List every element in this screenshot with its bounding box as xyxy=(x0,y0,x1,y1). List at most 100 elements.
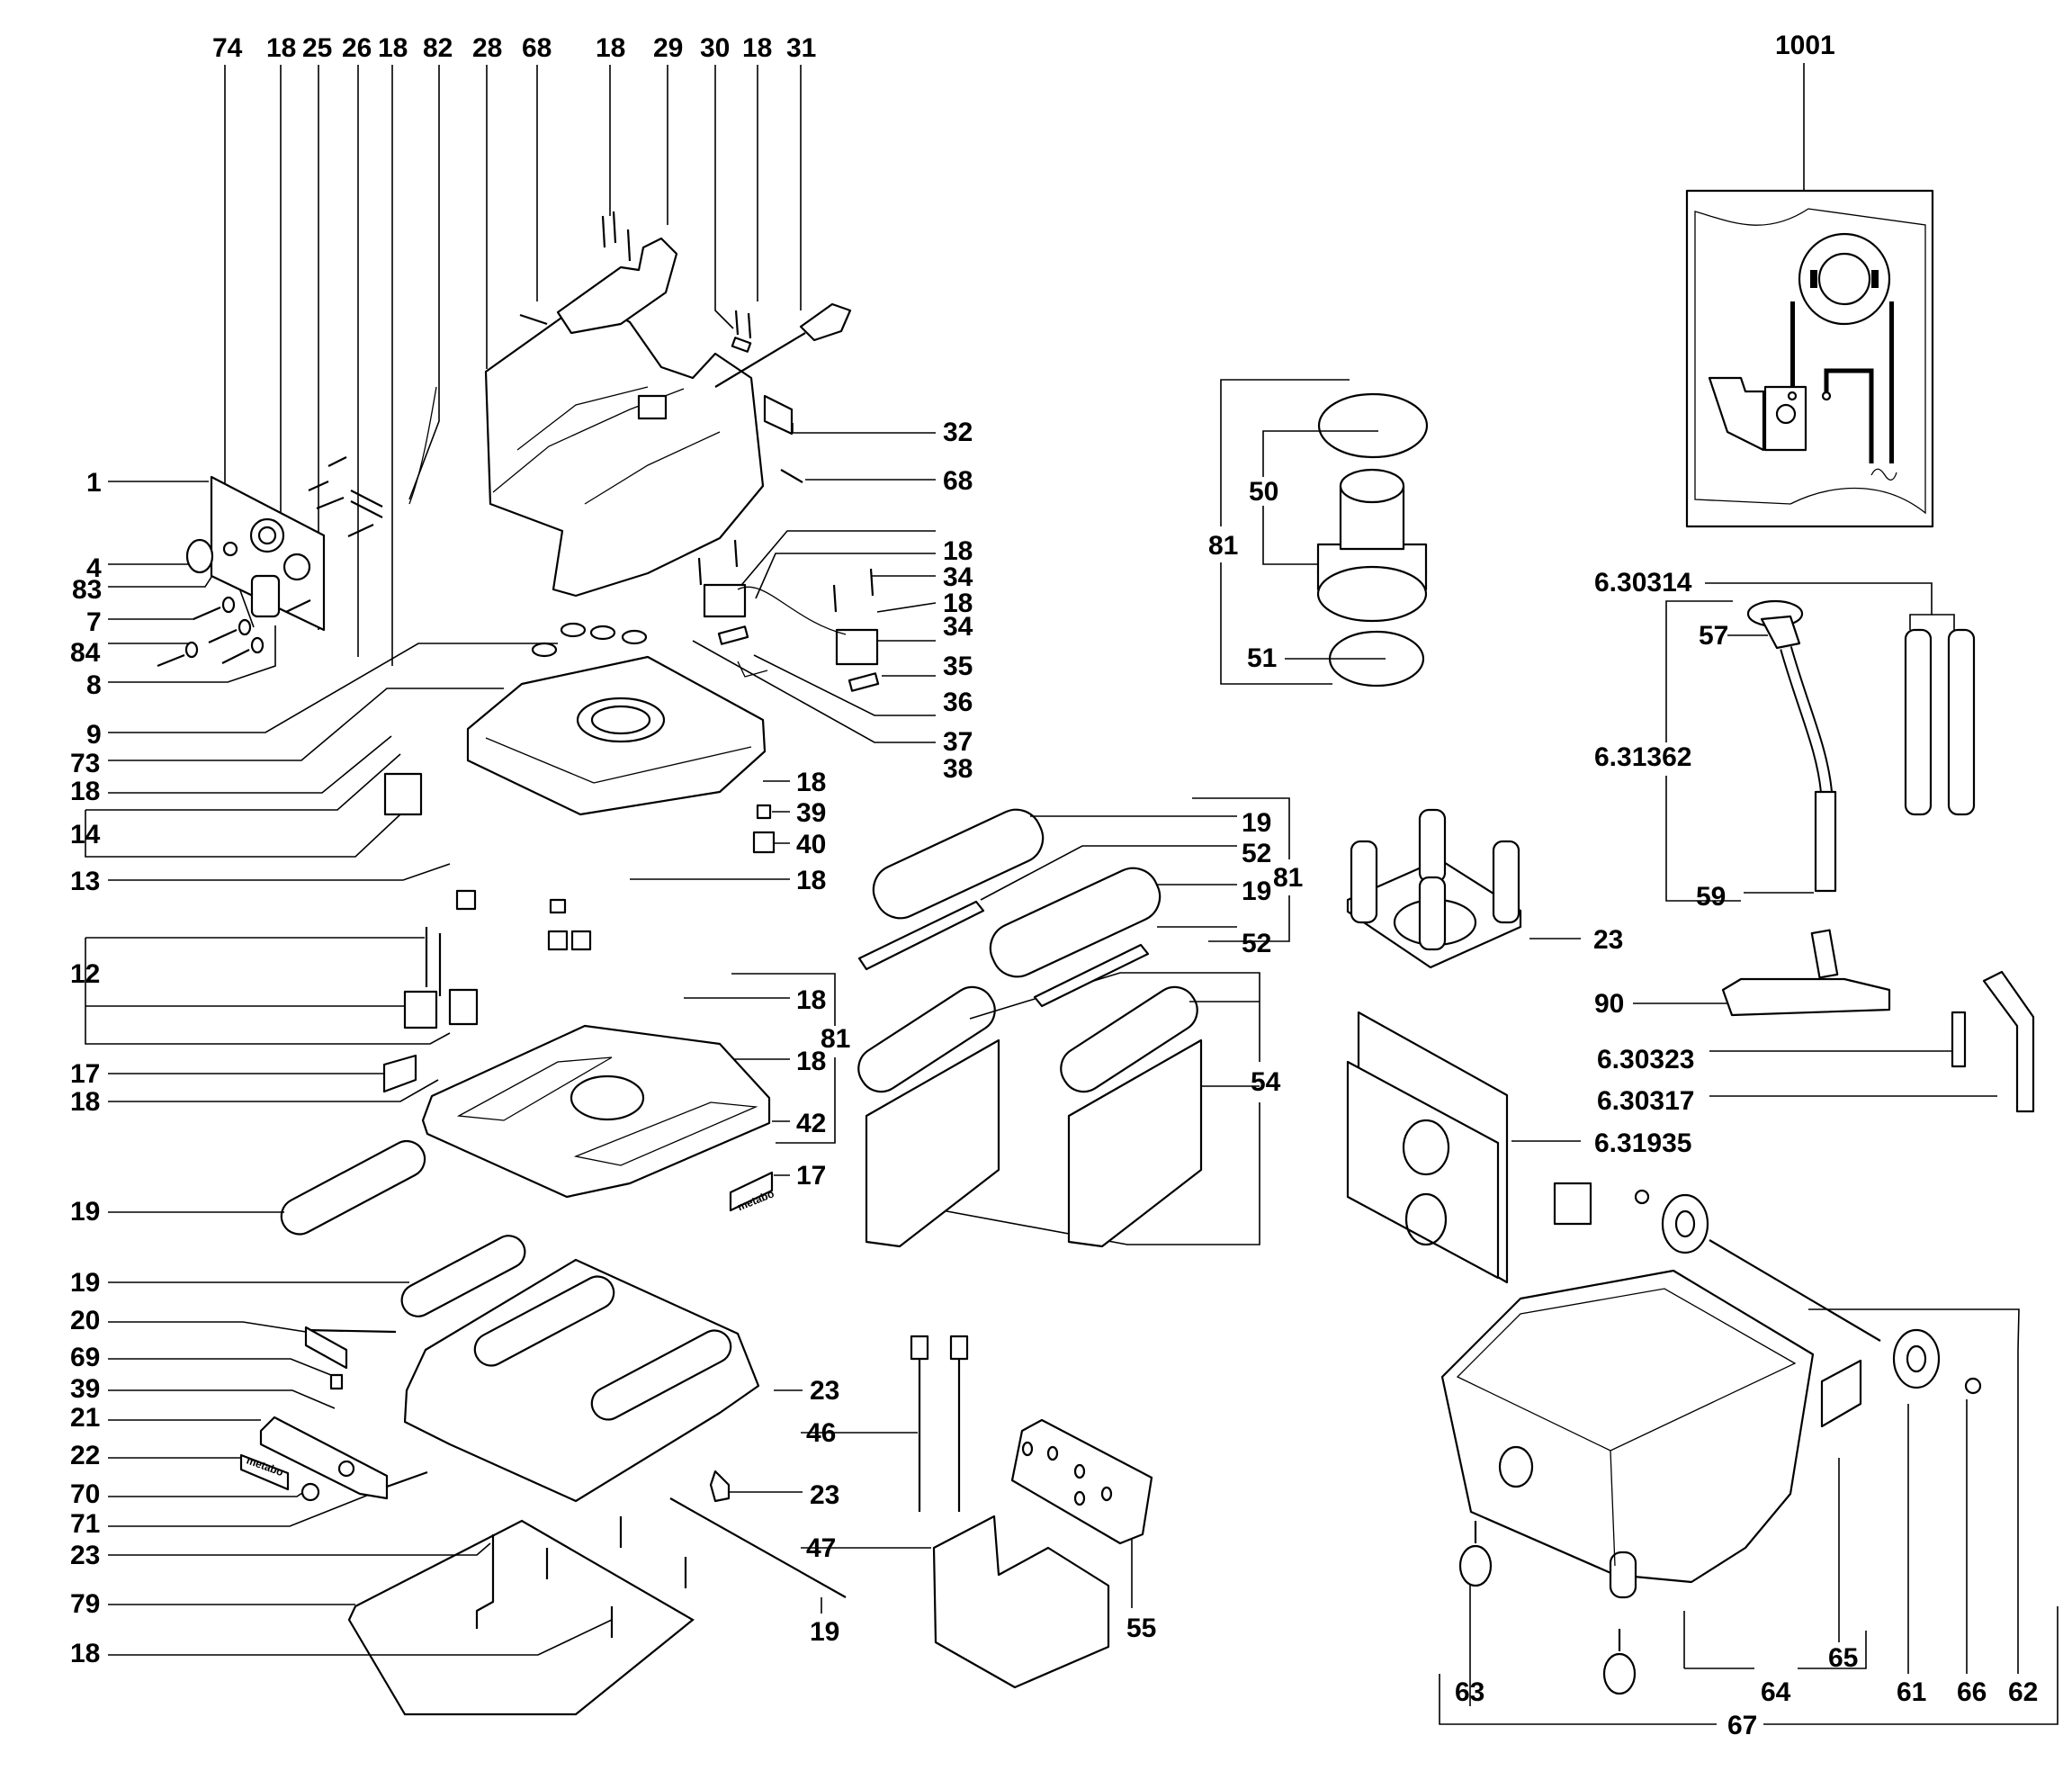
label-6-30317: 6.30317 xyxy=(1597,1086,1694,1116)
foam-block-part xyxy=(1010,1418,1153,1545)
spring-feet-part xyxy=(455,804,776,951)
label-1001: 1001 xyxy=(1775,31,1835,60)
label-42: 42 xyxy=(796,1109,826,1138)
floor-nozzle-part xyxy=(1721,929,1891,1017)
side-handle-part: metabo xyxy=(239,1326,428,1502)
label-18: 18 xyxy=(70,1087,100,1117)
bottom-right-leader-lines xyxy=(1439,1308,2059,1725)
right-callouts: 1001 6.30314 57 6.31362 59 23 90 6.30323… xyxy=(1593,31,1835,1158)
label-37: 37 xyxy=(943,727,973,757)
screws-top-left xyxy=(285,456,383,613)
label-62: 62 xyxy=(2008,1677,2038,1707)
left-leader-lines xyxy=(85,481,613,1656)
label-18: 18 xyxy=(266,33,296,63)
filter-seals-part xyxy=(857,808,1162,1008)
label-36: 36 xyxy=(943,688,973,717)
label-61: 61 xyxy=(1897,1677,1926,1707)
label-66: 66 xyxy=(1957,1677,1987,1707)
label-23: 23 xyxy=(810,1480,839,1510)
switch-plate-part xyxy=(210,475,326,632)
label-18: 18 xyxy=(742,33,772,63)
label-54: 54 xyxy=(1251,1067,1281,1097)
washers-part xyxy=(531,622,648,658)
label-18: 18 xyxy=(378,33,408,63)
label-17: 17 xyxy=(796,1161,826,1191)
screws-7-84 xyxy=(157,596,265,668)
label-81: 81 xyxy=(1273,863,1303,893)
label-19: 19 xyxy=(70,1197,100,1227)
top-leader-lines xyxy=(224,65,802,666)
label-34: 34 xyxy=(943,562,973,592)
label-38: 38 xyxy=(943,754,973,784)
label-35: 35 xyxy=(943,652,973,681)
label-18: 18 xyxy=(796,985,826,1015)
label-68: 68 xyxy=(522,33,552,63)
label-79: 79 xyxy=(70,1589,100,1619)
cartridge-filters-part xyxy=(857,985,1203,1248)
label-70: 70 xyxy=(70,1479,100,1509)
bag-clip-part xyxy=(1553,1182,1592,1226)
label-74: 74 xyxy=(212,33,243,63)
clip-65-part xyxy=(1820,1359,1862,1428)
label-18: 18 xyxy=(796,768,826,797)
label-57: 57 xyxy=(1699,621,1728,651)
rod-19-part xyxy=(669,1497,847,1598)
label-23: 23 xyxy=(810,1376,839,1406)
label-55: 55 xyxy=(1126,1614,1156,1643)
label-18: 18 xyxy=(943,589,973,618)
label-22: 22 xyxy=(70,1441,100,1470)
wire-part xyxy=(408,386,437,505)
label-71: 71 xyxy=(70,1509,100,1539)
extension-tubes-part xyxy=(1904,628,1976,816)
label-28: 28 xyxy=(472,33,502,63)
bracket-part xyxy=(383,772,423,816)
label-29: 29 xyxy=(653,33,683,63)
label-59: 59 xyxy=(1696,882,1726,912)
label-19: 19 xyxy=(70,1268,100,1298)
electronics-part xyxy=(697,539,880,692)
label-67: 67 xyxy=(1727,1711,1757,1740)
label-81: 81 xyxy=(821,1024,850,1054)
label-52: 52 xyxy=(1242,839,1271,868)
label-32: 32 xyxy=(943,418,973,447)
wiring-schematic-1001 xyxy=(1685,189,1934,528)
pin-68-part xyxy=(780,469,803,483)
label-sticker-part xyxy=(382,1054,417,1093)
label-69: 69 xyxy=(70,1343,100,1372)
label-31: 31 xyxy=(786,33,816,63)
suction-hose-part xyxy=(1746,599,1837,893)
label-6-30323: 6.30323 xyxy=(1597,1045,1694,1074)
electrodes-part xyxy=(910,1335,969,1512)
label-83: 83 xyxy=(72,575,102,605)
tank-part xyxy=(1440,1269,1815,1599)
base-seal-part xyxy=(347,1519,695,1716)
label-9: 9 xyxy=(86,720,102,750)
label-18: 18 xyxy=(943,536,973,566)
right-leader-lines xyxy=(1511,63,1997,1142)
contact-caps-part xyxy=(403,927,479,1029)
label-18: 18 xyxy=(70,1639,100,1668)
label-13: 13 xyxy=(70,867,100,896)
label-18: 18 xyxy=(796,1047,826,1076)
label-51: 51 xyxy=(1247,643,1277,673)
label-39: 39 xyxy=(70,1374,100,1404)
power-cord-part xyxy=(714,302,852,388)
seal-19-part xyxy=(280,1139,426,1236)
rating-plate-part xyxy=(763,394,794,436)
filter-housing-part xyxy=(421,1024,771,1199)
label-21: 21 xyxy=(70,1403,100,1433)
float-box-part xyxy=(932,1515,1110,1689)
left-callouts: 1 4 83 7 84 8 9 73 18 14 13 12 17 18 19 … xyxy=(70,468,102,1668)
label-4: 4 xyxy=(86,553,102,583)
label-39: 39 xyxy=(796,798,826,828)
label-50: 50 xyxy=(1249,477,1278,507)
label-23: 23 xyxy=(70,1541,100,1570)
motor-part xyxy=(1316,392,1429,688)
label-84: 84 xyxy=(70,638,101,668)
bend-tube-part xyxy=(1982,970,2035,1113)
label-1: 1 xyxy=(86,468,102,498)
motor-callouts: 81 50 51 xyxy=(1208,477,1278,673)
label-40: 40 xyxy=(796,830,826,859)
top-cover-part xyxy=(484,296,765,598)
